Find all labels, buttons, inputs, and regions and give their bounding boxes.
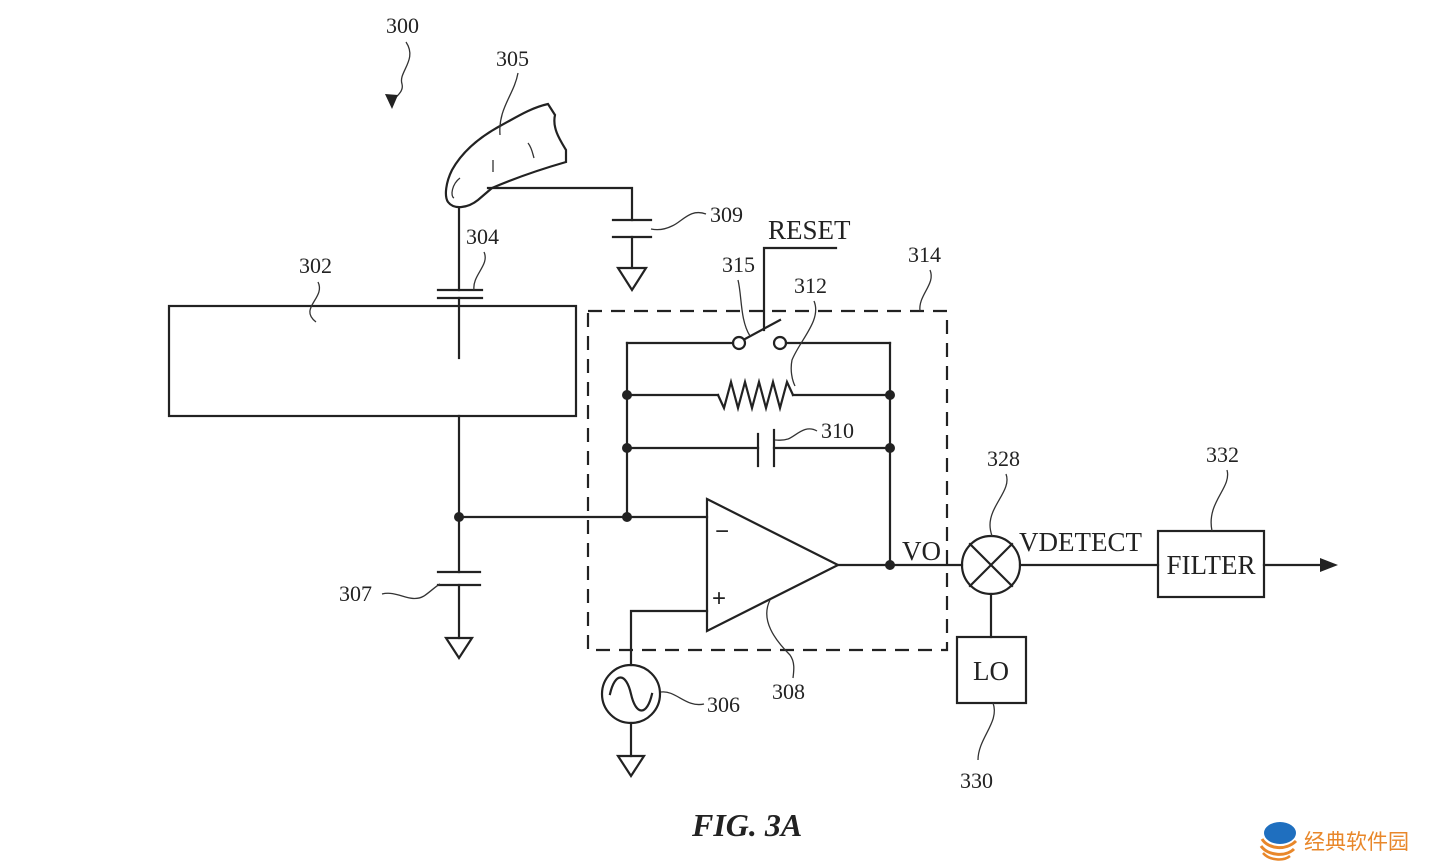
switch-contact-left — [731, 335, 747, 351]
watermark-logo-icon — [1259, 822, 1298, 861]
ground-icon — [615, 754, 647, 779]
figure-caption: FIG. 3A — [691, 807, 802, 843]
sine-wave-icon — [608, 676, 654, 712]
junction-dot — [885, 560, 895, 570]
leader-312 — [790, 300, 817, 387]
leader-309 — [650, 211, 707, 231]
label-309: 309 — [710, 202, 743, 227]
lo-block-label: LO — [973, 656, 1009, 686]
label-315: 315 — [722, 252, 755, 277]
arrowhead-300-icon — [385, 94, 398, 109]
wire-reset-control — [762, 246, 838, 332]
leader-307 — [381, 583, 441, 600]
label-304: 304 — [466, 224, 499, 249]
junction-dot — [454, 512, 464, 522]
label-332: 332 — [1206, 442, 1239, 467]
ground-icon — [615, 266, 649, 293]
lo-block-330 — [955, 635, 1028, 705]
finger-icon — [444, 102, 568, 209]
non-inverting-input-sign: + — [712, 585, 726, 612]
resistor-312 — [716, 377, 795, 413]
junction-dot — [622, 390, 632, 400]
label-306: 306 — [707, 692, 740, 717]
leader-310 — [774, 428, 818, 441]
label-305: 305 — [496, 46, 529, 71]
leader-328 — [989, 473, 1008, 537]
leader-308 — [766, 599, 795, 679]
leader-300 — [391, 41, 411, 103]
vdetect-signal-label: VDETECT — [1019, 527, 1142, 557]
opamp-308 — [705, 497, 841, 633]
reset-signal-label: RESET — [768, 215, 851, 245]
leader-330 — [977, 702, 995, 761]
watermark-text: 经典软件园 — [1304, 830, 1409, 854]
mixer-cross-b — [968, 542, 1014, 588]
label-307: 307 — [339, 581, 372, 606]
leader-314 — [919, 269, 932, 312]
label-308: 308 — [772, 679, 805, 704]
junction-dot — [622, 443, 632, 453]
leader-304 — [473, 251, 486, 291]
label-302: 302 — [299, 253, 332, 278]
label-300: 300 — [386, 13, 419, 38]
sense-amp-block-314 — [586, 309, 949, 652]
panel-302 — [167, 304, 578, 418]
label-330: 330 — [960, 768, 993, 793]
wire-finger-309 — [486, 186, 634, 222]
filter-block-label: FILTER — [1166, 550, 1255, 580]
leader-305 — [499, 72, 519, 136]
wire-noninverting-source — [629, 609, 709, 667]
vo-signal-label: VO — [902, 536, 941, 566]
reset-switch-315 — [743, 318, 782, 341]
leader-302 — [309, 281, 321, 323]
output-arrow-icon — [1320, 558, 1338, 572]
junction-dot — [885, 390, 895, 400]
label-328: 328 — [987, 446, 1020, 471]
watermark: 经典软件园 — [1258, 818, 1409, 864]
label-314: 314 — [908, 242, 941, 267]
label-312: 312 — [794, 273, 827, 298]
leader-306 — [660, 691, 705, 706]
leader-332 — [1210, 469, 1229, 532]
switch-contact-right — [772, 335, 788, 351]
leader-315 — [737, 279, 751, 337]
inverting-input-sign: − — [715, 518, 729, 545]
ground-icon — [443, 636, 475, 661]
junction-dot — [885, 443, 895, 453]
label-310: 310 — [821, 418, 854, 443]
